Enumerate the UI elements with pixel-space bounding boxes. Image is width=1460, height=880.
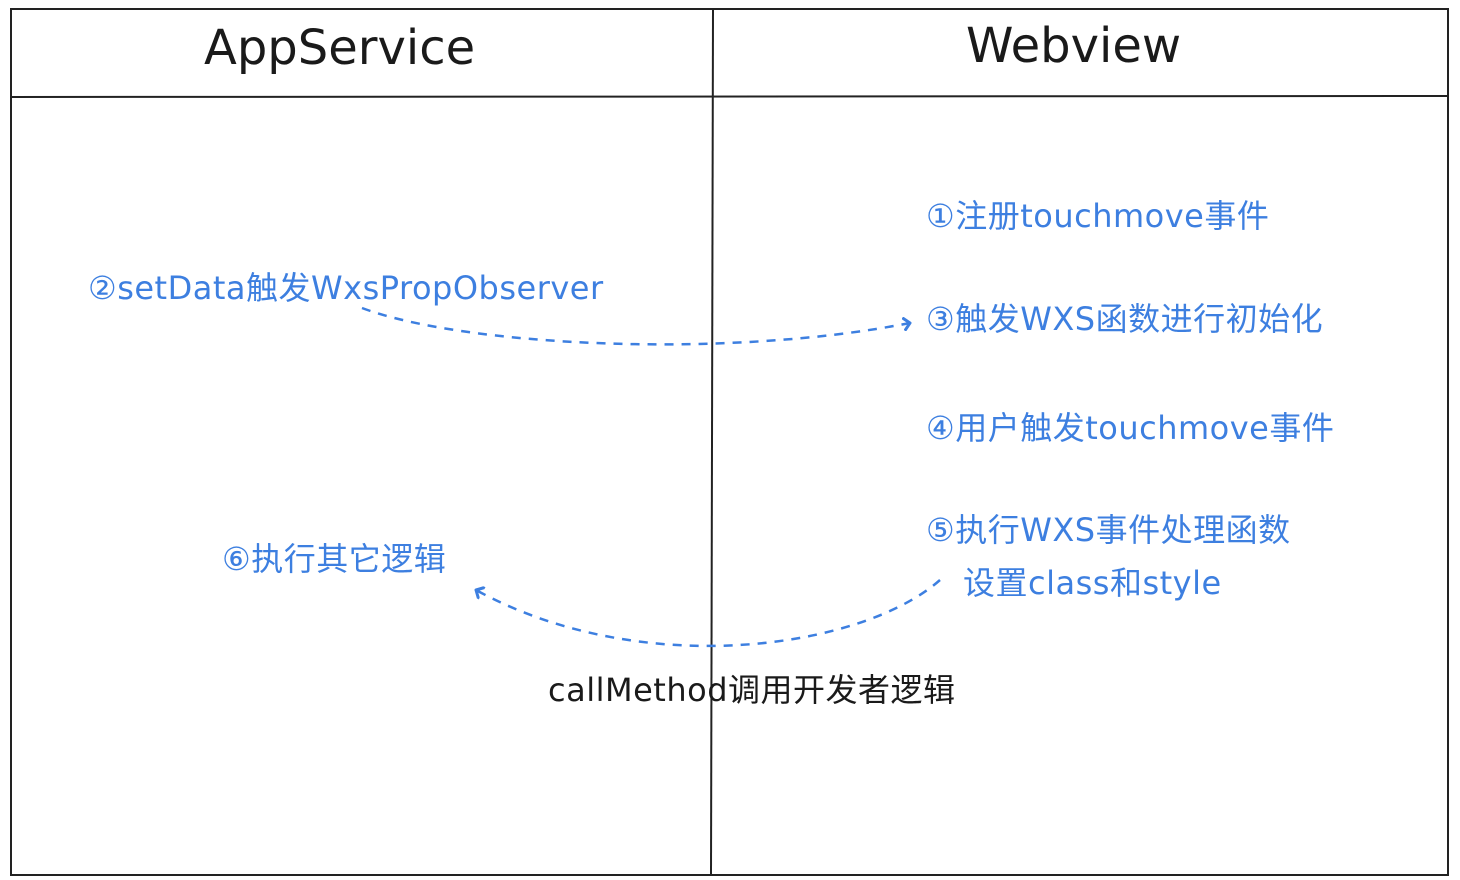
header-divider (10, 95, 1449, 98)
appservice-header: AppService (204, 20, 476, 76)
column-divider (710, 8, 714, 876)
arrow-setdata-to-init (361, 306, 910, 346)
step-3-wxs-init: ③触发WXS函数进行初始化 (926, 300, 1324, 338)
outer-border (10, 8, 1449, 876)
arrow-callmethod-to-logic (476, 579, 941, 648)
step-5-execute-handler: ⑤执行WXS事件处理函数 (926, 511, 1291, 549)
callmethod-label: callMethod调用开发者逻辑 (548, 671, 956, 709)
step-6-other-logic: ⑥执行其它逻辑 (222, 540, 447, 578)
step-2-setdata-trigger: ②setData触发WxsPropObserver (88, 269, 604, 307)
step-4-user-touchmove: ④用户触发touchmove事件 (926, 409, 1335, 447)
webview-header: Webview (966, 18, 1182, 74)
step-5-set-class-style: 设置class和style (963, 564, 1222, 602)
step-1-register-touchmove: ①注册touchmove事件 (926, 197, 1270, 235)
